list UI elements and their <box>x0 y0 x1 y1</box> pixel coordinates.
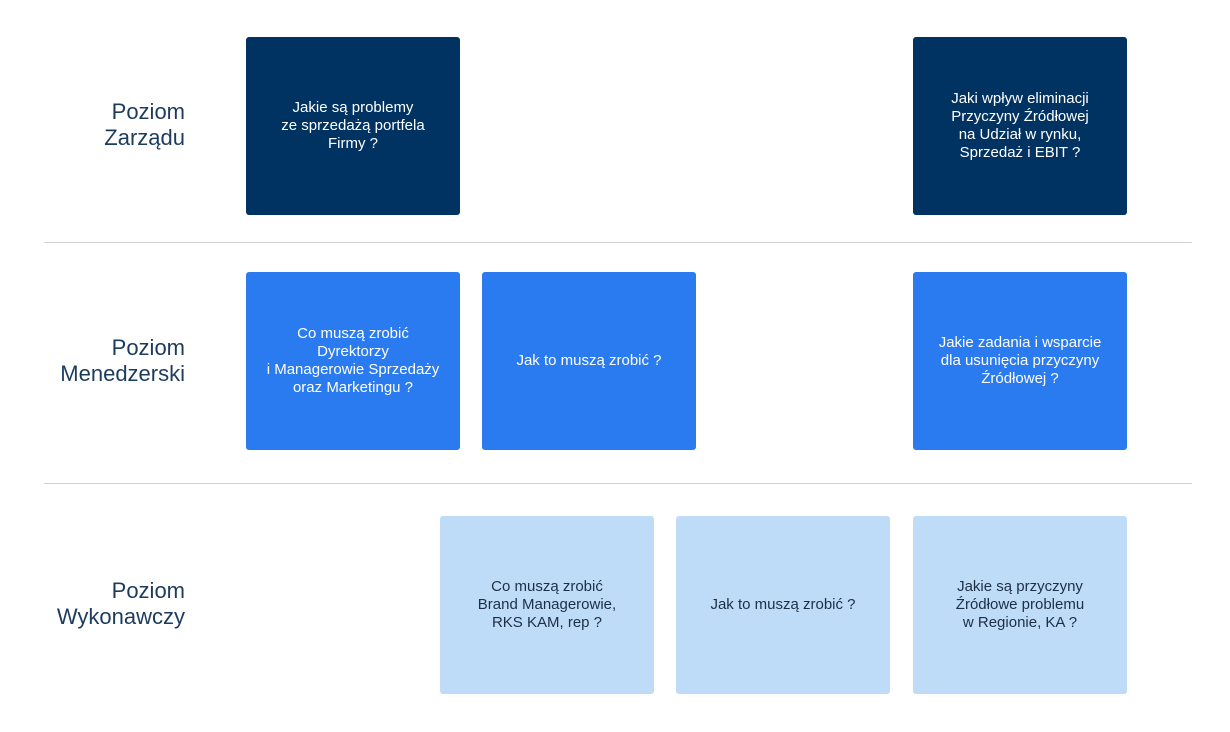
zarzad-problems-box: Jakie są problemy ze sprzedażą portfela … <box>246 37 460 215</box>
row-label-line: Poziom <box>111 99 185 124</box>
row-label-line: Poziom <box>111 578 185 603</box>
box-text: Jak to muszą zrobić ? <box>516 352 662 369</box>
box-text: Jakie zadania i wsparcie dla usunięcia p… <box>938 334 1102 387</box>
row-label-line: Wykonawczy <box>56 604 185 629</box>
menedzerski-tasks-box: Jakie zadania i wsparcie dla usunięcia p… <box>913 272 1127 450</box>
row-label-line: Poziom <box>111 335 185 360</box>
box-text: Co muszą zrobić Brand Managerowie, RKS K… <box>477 578 617 631</box>
row-label-zarzad: Poziom Zarządu <box>0 99 185 151</box>
wykonawczy-causes-box: Jakie są przyczyny Źródłowe problemu w R… <box>913 516 1127 694</box>
box-text: Jaki wpływ eliminacji Przyczyny Źródłowe… <box>951 90 1089 161</box>
box-text: Jakie są problemy ze sprzedażą portfela … <box>281 99 425 152</box>
row-label-wykonawczy: Poziom Wykonawczy <box>0 578 185 630</box>
row-label-line: Zarządu <box>104 125 185 150</box>
box-text: Jak to muszą zrobić ? <box>710 596 856 613</box>
row-divider <box>44 242 1192 243</box>
zarzad-impact-box: Jaki wpływ eliminacji Przyczyny Źródłowe… <box>913 37 1127 215</box>
menedzerski-what-box: Co muszą zrobić Dyrektorzy i Managerowie… <box>246 272 460 450</box>
box-text: Co muszą zrobić Dyrektorzy i Managerowie… <box>266 325 440 396</box>
wykonawczy-what-box: Co muszą zrobić Brand Managerowie, RKS K… <box>440 516 654 694</box>
wykonawczy-how-box: Jak to muszą zrobić ? <box>676 516 890 694</box>
menedzerski-how-box: Jak to muszą zrobić ? <box>482 272 696 450</box>
box-text: Jakie są przyczyny Źródłowe problemu w R… <box>955 578 1085 631</box>
row-divider <box>44 483 1192 484</box>
row-label-menedzerski: Poziom Menedzerski <box>0 335 185 387</box>
row-label-line: Menedzerski <box>60 361 185 386</box>
